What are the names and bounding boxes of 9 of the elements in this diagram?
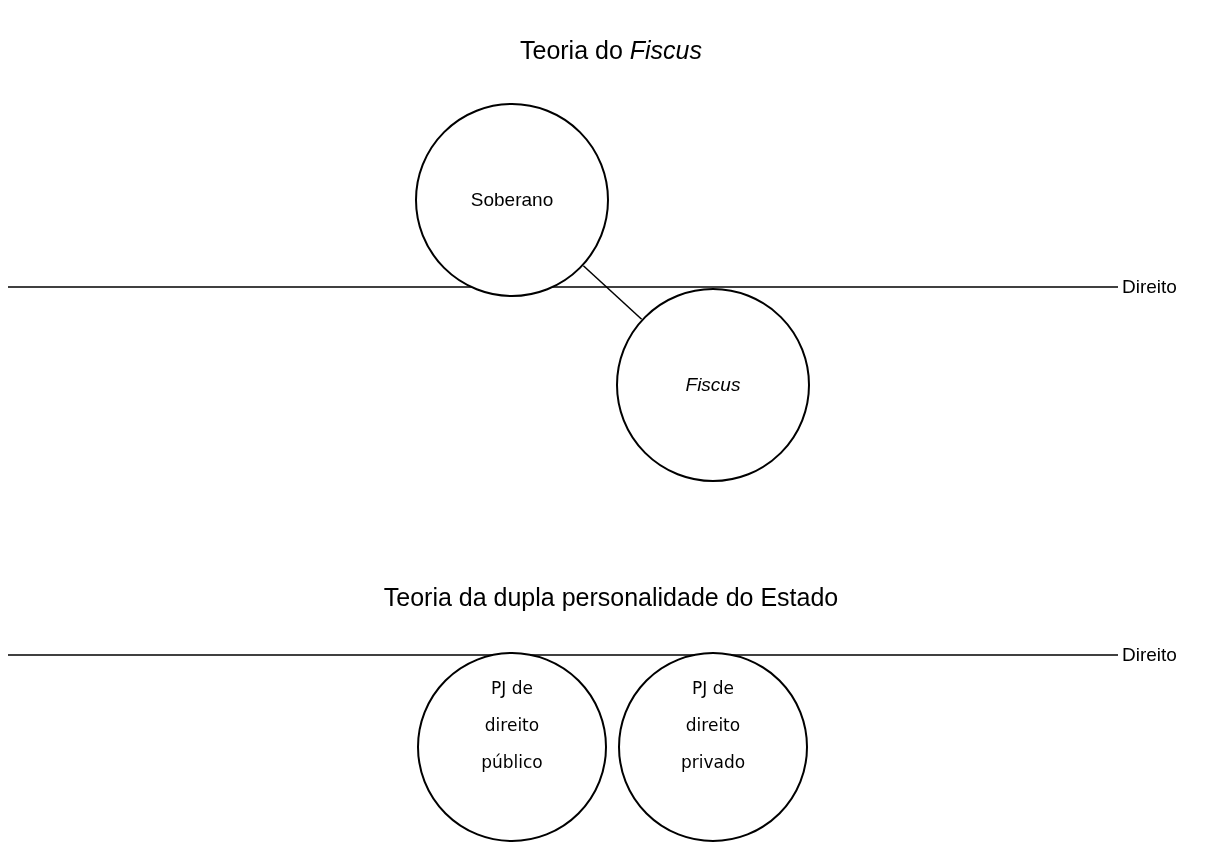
line-label: Direito — [1122, 276, 1177, 298]
node-label: Soberano — [470, 189, 554, 211]
node-label: PJ de direito privado — [679, 677, 747, 774]
node-label: PJ de direito público — [480, 677, 544, 774]
diagram-title: Teoria do Fiscus — [520, 36, 702, 65]
line-label: Direito — [1122, 644, 1177, 666]
section-title: Teoria da dupla personalidade do Estado — [383, 583, 839, 612]
connector-line — [582, 264, 643, 321]
node-label: Fiscus — [685, 374, 741, 396]
